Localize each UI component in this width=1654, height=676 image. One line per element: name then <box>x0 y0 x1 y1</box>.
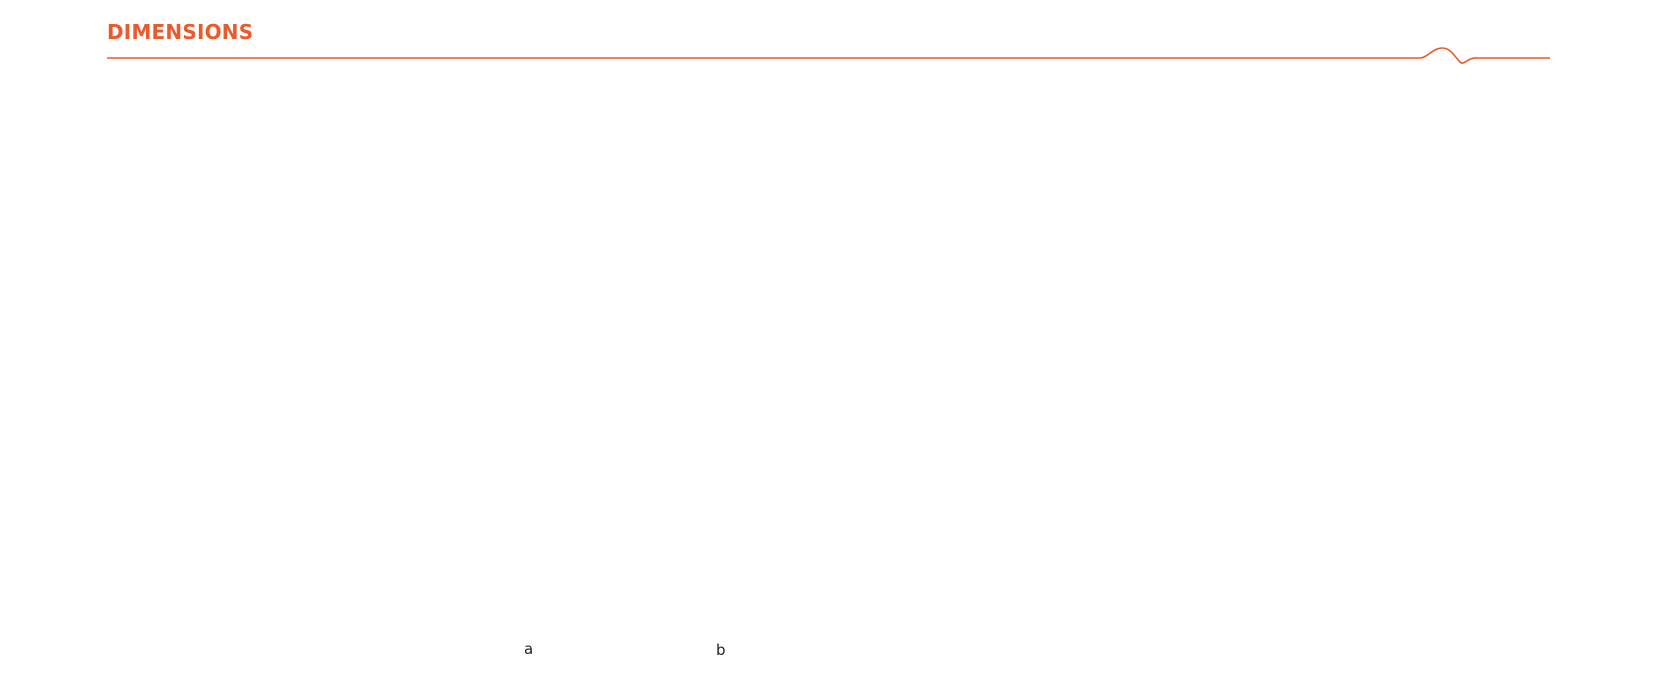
title-underline-wave <box>107 47 1550 64</box>
dimension-drawings-area <box>107 80 1550 620</box>
figure-label-b: b <box>716 641 726 659</box>
section-title: DIMENSIONS <box>107 20 254 44</box>
figure-label-a: a <box>524 640 534 658</box>
